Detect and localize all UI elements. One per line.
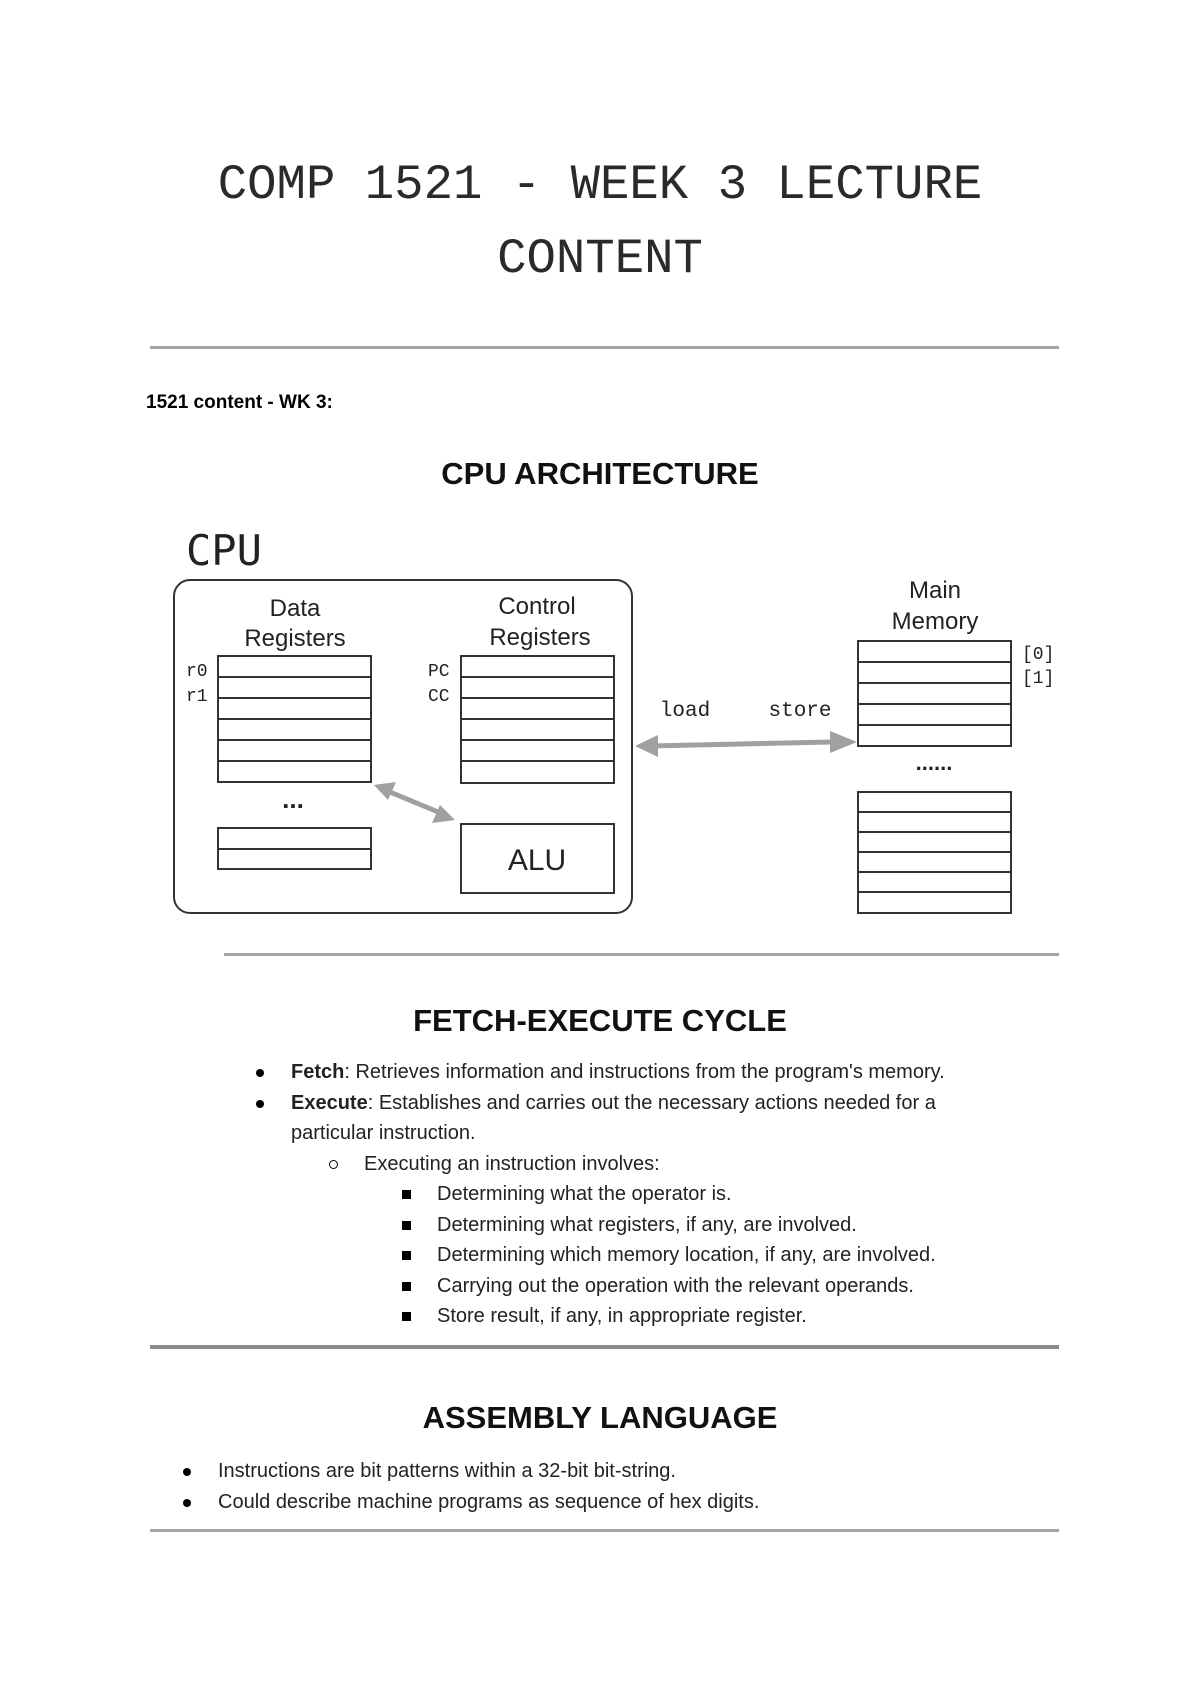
data-registers-label: Data [270,595,321,622]
step-text: Carrying out the operation with the rele… [437,1274,914,1297]
register-alu-arrow [374,782,455,823]
square-bullet-icon [402,1251,411,1260]
square-bullet-icon [402,1220,411,1230]
cpu-architecture-diagram: CPU Data Registers Control Registers r0 … [173,526,1054,914]
hollow-bullet-icon [329,1159,338,1169]
control-registers-label: Control [498,593,575,620]
data-register-stack [217,655,372,783]
load-store-arrow [635,731,857,757]
step-text: Determining which memory location, if an… [437,1244,936,1266]
cpu-box [173,579,633,914]
square-bullet-icon [402,1281,411,1291]
list-item-continuation: particular instruction. [256,1118,1056,1149]
bullet-icon [183,1498,191,1507]
fetch-description: : Retrieves information and instructions… [344,1061,945,1083]
main-memory-label: Main [909,577,961,604]
step-text: Determining what the operator is. [437,1183,732,1205]
control-register-stack [460,655,615,784]
register-r0-label: r0 [186,662,208,682]
divider [150,346,1059,349]
step-item: Store result, if any, in appropriate reg… [256,1301,1056,1332]
list-item-text: Instructions are bit patterns within a 3… [218,1460,676,1482]
step-item: Carrying out the operation with the rele… [256,1271,1056,1302]
fetch-term: Fetch [291,1061,345,1083]
bullet-icon [256,1069,264,1077]
square-bullet-icon [402,1190,411,1199]
fetch-execute-list: Fetch: Retrieves information and instruc… [256,1057,1056,1332]
divider [224,953,1059,956]
section-heading-fetch-execute: FETCH-EXECUTE CYCLE [413,1003,787,1038]
section-heading-cpu: CPU ARCHITECTURE [441,456,759,491]
square-bullet-icon [402,1312,411,1321]
load-label: load [660,700,710,723]
step-item: Determining what registers, if any, are … [256,1210,1056,1241]
data-registers-label: Registers [244,625,345,652]
memory-ellipsis: ...... [916,750,953,775]
main-memory-stack-top [857,640,1012,747]
sub-list-item: Executing an instruction involves: [256,1149,1056,1180]
sub-item-text: Executing an instruction involves: [364,1152,660,1175]
register-cc-label: CC [428,687,450,707]
store-label: store [768,700,831,723]
step-text: Determining what registers, if any, are … [437,1213,857,1236]
memory-index-1: [1] [1022,669,1054,689]
alu-label: ALU [508,844,566,877]
list-item: Fetch: Retrieves information and instruc… [256,1057,1056,1088]
bullet-icon [183,1468,191,1476]
list-item: Instructions are bit patterns within a 3… [183,1456,1053,1487]
list-item: Could describe machine programs as seque… [183,1487,1053,1518]
memory-index-0: [0] [1022,645,1054,665]
subheading: 1521 content - WK 3: [146,392,333,413]
data-register-stack-bottom [217,827,372,870]
execute-description-continued: particular instruction. [291,1122,476,1144]
alu-box [460,823,615,894]
section-heading-assembly: ASSEMBLY LANGUAGE [422,1400,778,1435]
register-r1-label: r1 [186,687,208,707]
divider [150,1345,1059,1349]
main-memory-stack-bottom [857,791,1012,914]
execute-term: Execute [291,1091,368,1114]
main-memory-label: Memory [892,608,979,635]
bullet-icon [256,1099,264,1108]
step-item: Determining which memory location, if an… [256,1240,1056,1271]
divider [150,1529,1059,1532]
assembly-list: Instructions are bit patterns within a 3… [183,1456,1053,1517]
list-item: Execute: Establishes and carries out the… [256,1088,1056,1119]
data-registers-ellipsis: ... [282,784,304,814]
execute-description: : Establishes and carries out the necess… [367,1091,936,1114]
register-pc-label: PC [428,662,450,682]
page-title: COMP 1521 - WEEK 3 LECTURE CONTENT [217,157,983,287]
step-item: Determining what the operator is. [256,1179,1056,1210]
step-text: Store result, if any, in appropriate reg… [437,1305,807,1327]
list-item-text: Could describe machine programs as seque… [218,1490,760,1513]
cpu-label: CPU [186,526,262,575]
control-registers-label: Registers [489,624,590,651]
